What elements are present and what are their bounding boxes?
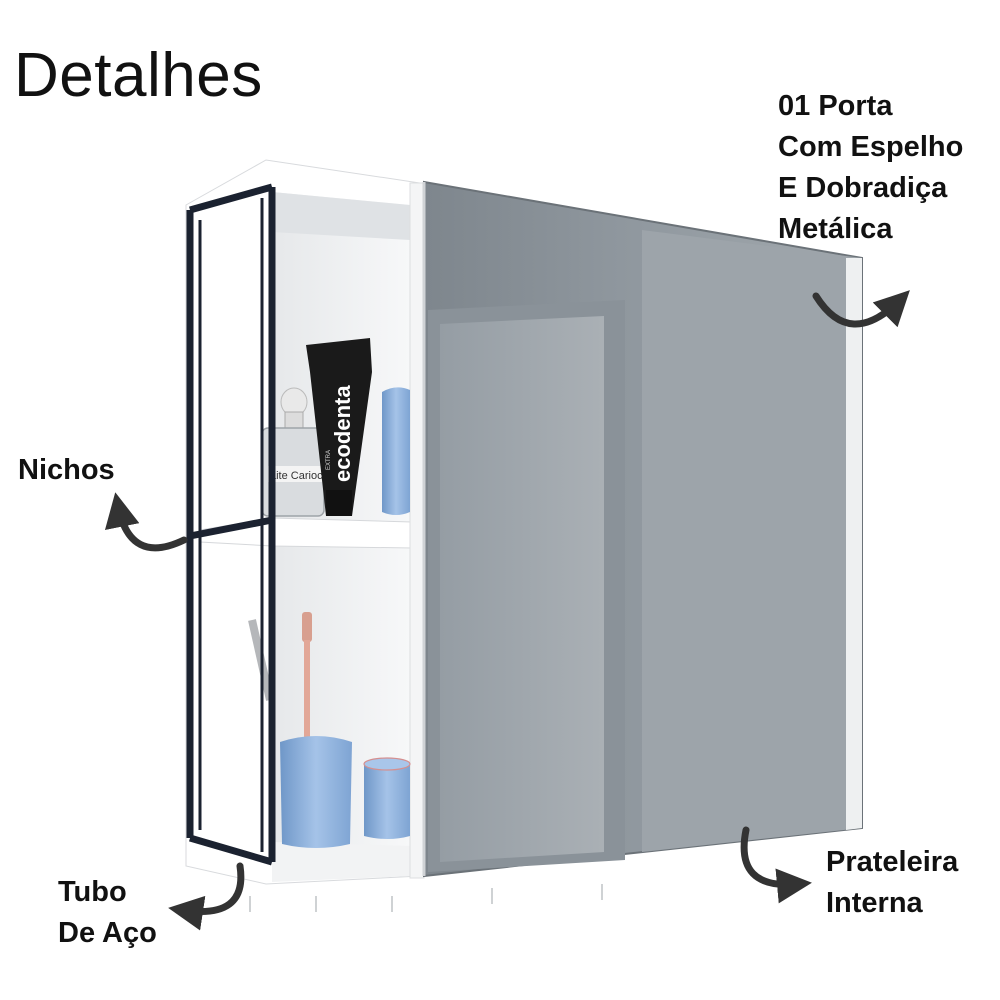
perfume-label: aite Carioca: [270, 470, 330, 482]
blue-cup-upper: [382, 387, 410, 515]
tube-arrow-icon: [168, 862, 245, 931]
mirror-door: [422, 180, 863, 878]
shelf-callout: Prateleira Interna: [826, 842, 958, 924]
page-title: Detalhes: [14, 41, 263, 110]
toothpaste-brand: ecodenta: [330, 385, 355, 482]
tube-callout-line-2: De Aço: [58, 917, 157, 949]
door-callout-line-2: Com Espelho: [778, 131, 964, 163]
toothbrush: [302, 612, 312, 740]
door-callout-line-4: Metálica: [778, 213, 893, 245]
perfume-bottle: aite Carioca: [261, 387, 330, 517]
toothpaste-tube: ecodenta EXTRA: [306, 338, 372, 516]
toothpaste-small-label: EXTRA: [326, 450, 332, 470]
niches-callout: Nichos: [18, 454, 115, 486]
tube-callout: Tubo De Aço: [58, 872, 157, 954]
shelf-arrow-icon: [740, 826, 812, 904]
steel-tube-frame: [186, 183, 276, 866]
tube-callout-line-1: Tubo: [58, 876, 127, 908]
door-callout-line-3: E Dobradiça: [778, 172, 948, 204]
door-callout-line-1: 01 Porta: [778, 90, 893, 122]
door-callout: 01 Porta Com Espelho E Dobradiça Metálic…: [778, 86, 963, 250]
shelf-callout-line-1: Prateleira: [826, 846, 959, 878]
blue-bowl: [363, 757, 411, 839]
niches-arrow-icon: [104, 492, 188, 552]
shelf-callout-line-2: Interna: [826, 887, 923, 919]
door-arrow-icon: [812, 290, 910, 328]
